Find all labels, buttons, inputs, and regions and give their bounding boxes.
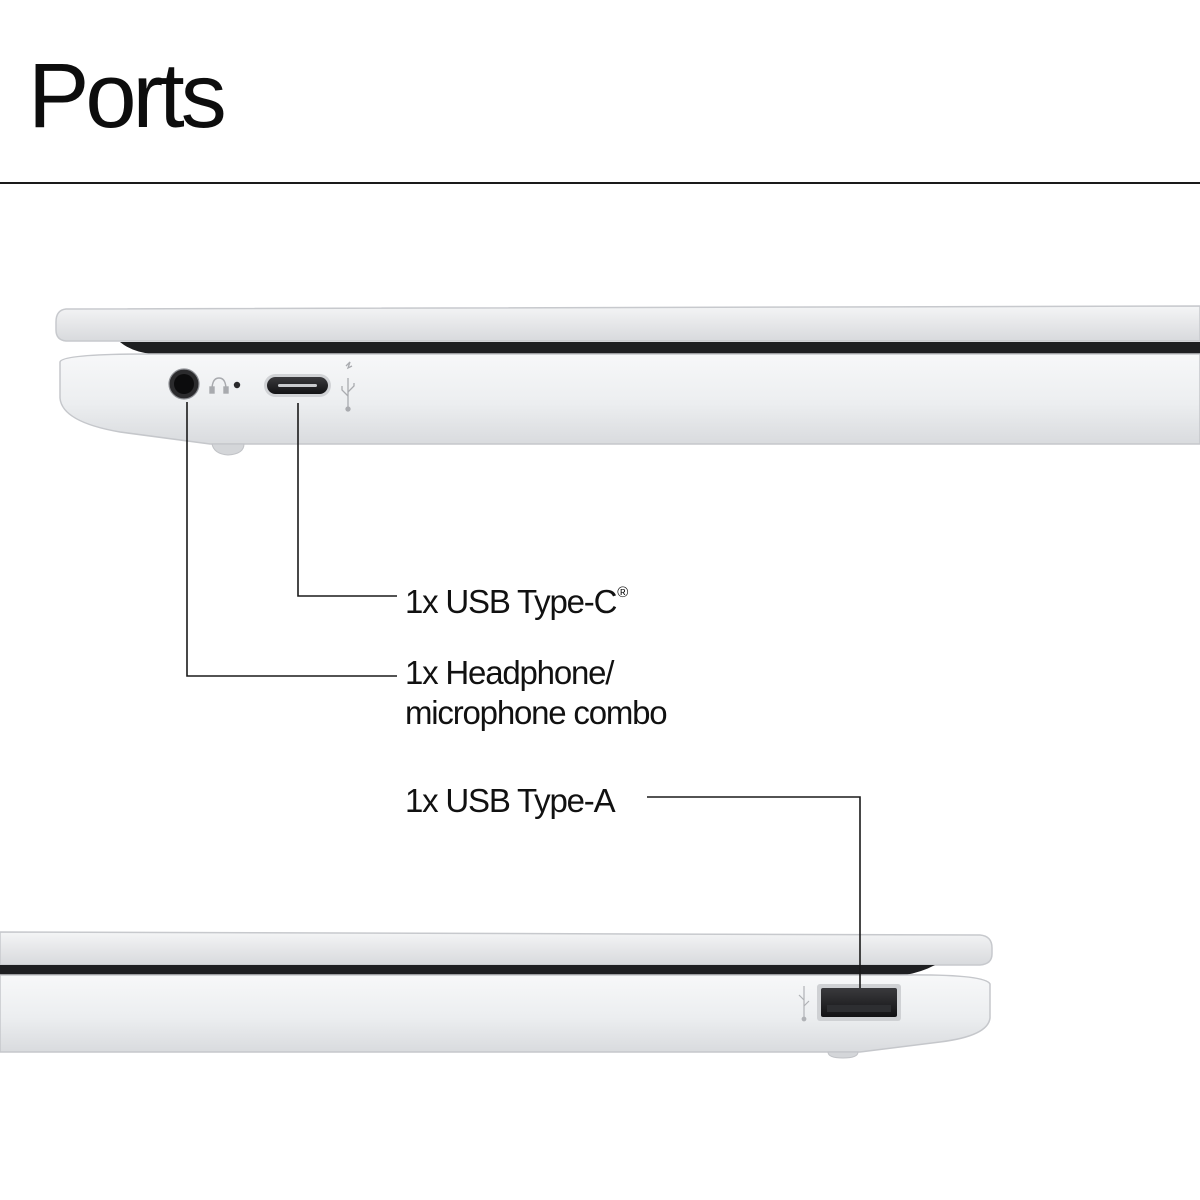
lid-gap bbox=[120, 342, 1200, 354]
laptop-lid bbox=[0, 931, 993, 966]
headphone-label: 1x Headphone/microphone combo bbox=[405, 653, 668, 733]
laptop-right-side bbox=[0, 931, 993, 1059]
page-title: Ports bbox=[28, 45, 227, 147]
usb-a-port-icon bbox=[817, 984, 901, 1021]
headphone-label-line2: microphone combo bbox=[405, 694, 668, 731]
laptop-left-side bbox=[55, 305, 1200, 456]
callout-lines bbox=[186, 402, 861, 988]
usb-c-port-icon bbox=[264, 374, 331, 397]
headphone-jack-icon bbox=[168, 368, 200, 400]
usb-a-leader-line bbox=[647, 796, 861, 988]
laptop-base bbox=[59, 353, 1200, 445]
laptop-foot bbox=[827, 1051, 859, 1059]
usb-a-label: 1x USB Type-A bbox=[405, 782, 616, 819]
usb-c-leader-line bbox=[297, 403, 397, 597]
usb-symbol-icon bbox=[798, 986, 810, 1022]
usb-c-text: 1x USB Type-C bbox=[405, 583, 617, 620]
laptop-base bbox=[0, 974, 991, 1053]
laptop-lid bbox=[55, 305, 1200, 342]
lid-gap bbox=[0, 965, 935, 975]
status-led-icon bbox=[233, 381, 241, 389]
usb-power-symbol-icon bbox=[341, 361, 355, 412]
registered-mark: ® bbox=[617, 584, 629, 601]
headphone-label-line1: 1x Headphone/ bbox=[405, 654, 614, 691]
usb-c-label: 1x USB Type-C® bbox=[405, 573, 628, 622]
header-divider bbox=[0, 182, 1200, 184]
laptop-foot bbox=[211, 443, 245, 456]
headset-symbol-icon bbox=[209, 377, 229, 394]
headphone-leader-line bbox=[186, 402, 397, 677]
